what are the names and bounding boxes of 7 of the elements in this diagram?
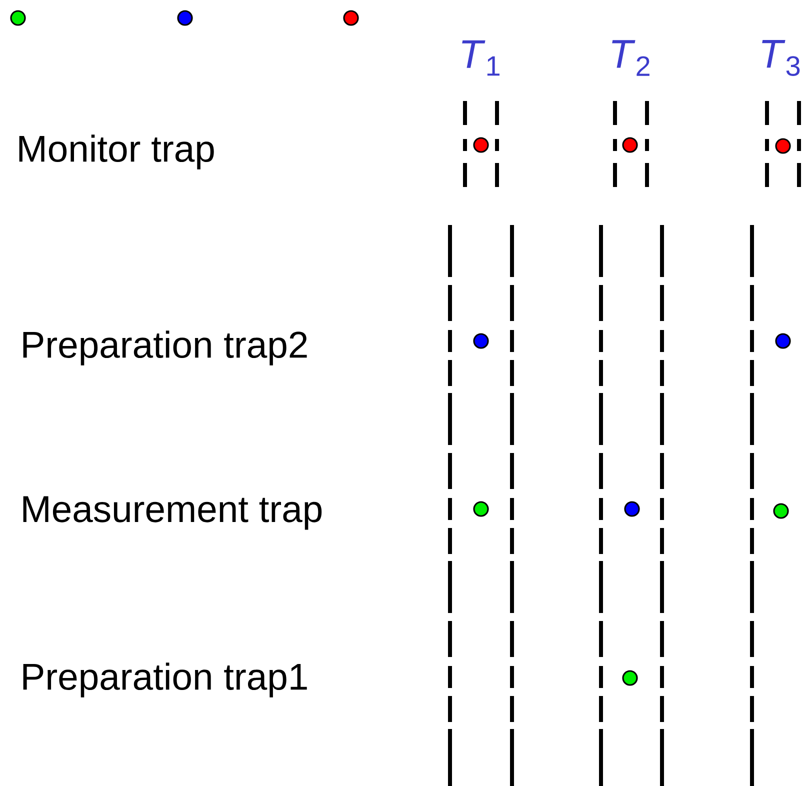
trap-label: Preparation trap2 — [23, 330, 307, 366]
time-label: T$_{2}$ — [612, 40, 650, 76]
trap-label: Measurement trap — [23, 496, 322, 530]
time-label: T$_{1}$ — [462, 40, 500, 76]
trap-label: Preparation trap1 — [23, 662, 307, 698]
time-label: T$_{3}$ — [762, 40, 800, 76]
trap-label: Monitor trap — [19, 134, 214, 170]
